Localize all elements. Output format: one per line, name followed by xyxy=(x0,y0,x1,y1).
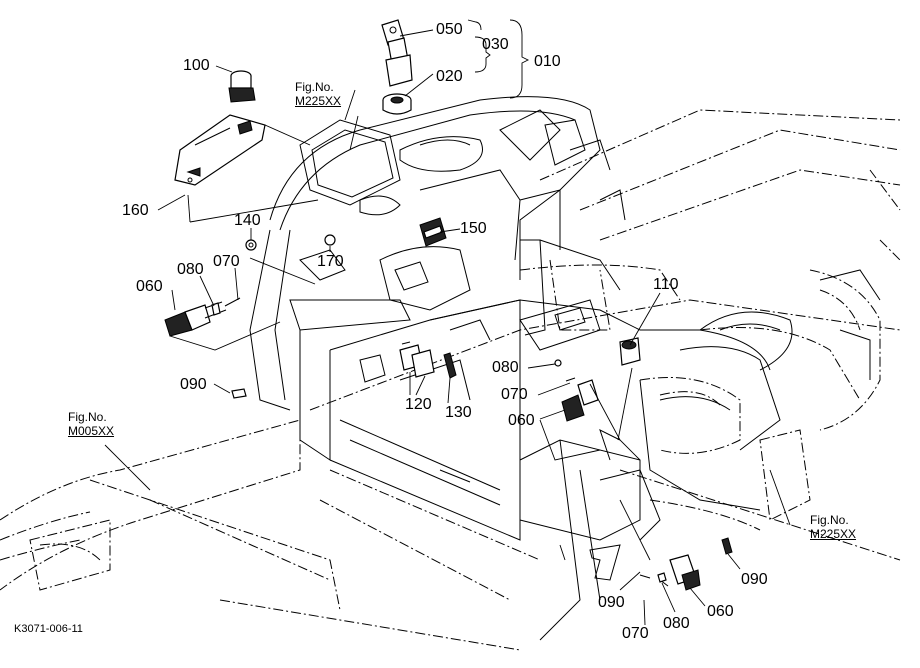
push-button-part xyxy=(228,70,256,103)
label-070-middle: 070 xyxy=(501,386,528,403)
leader-lines xyxy=(104,19,791,626)
fig-ref-right: Fig.No. M225XX xyxy=(810,513,856,541)
label-090-right: 090 xyxy=(741,571,768,588)
label-140: 140 xyxy=(234,212,261,229)
clip-part xyxy=(231,388,247,399)
label-080-middle: 080 xyxy=(492,359,519,376)
grommet-part xyxy=(324,234,336,246)
label-020: 020 xyxy=(436,68,463,85)
fig-ref-left: Fig.No. M005XX xyxy=(68,410,114,438)
fig-ref-prefix: Fig.No. xyxy=(68,410,107,424)
drawing-code: K3071-006-11 xyxy=(14,623,83,635)
label-080-bottom: 080 xyxy=(663,615,690,632)
switch-110-part xyxy=(619,337,641,366)
label-030: 030 xyxy=(482,36,509,53)
fig-ref-prefix: Fig.No. xyxy=(295,80,334,94)
fig-ref-number: M225XX xyxy=(810,527,857,541)
label-060-middle: 060 xyxy=(508,412,535,429)
relay-part xyxy=(399,341,457,379)
nut-part xyxy=(245,239,257,251)
fig-ref-number: M005XX xyxy=(68,424,115,438)
console-body xyxy=(249,96,881,641)
seat-switch-middle xyxy=(554,359,599,422)
key-switch-part xyxy=(382,93,412,115)
label-100: 100 xyxy=(183,57,210,74)
label-090-bottom: 090 xyxy=(598,594,625,611)
label-090-left: 090 xyxy=(180,376,207,393)
label-170: 170 xyxy=(317,253,344,270)
fig-ref-top: Fig.No. M225XX xyxy=(295,80,341,108)
label-110: 110 xyxy=(653,276,679,293)
seat-switch-left xyxy=(164,297,241,337)
label-130: 130 xyxy=(445,404,472,421)
label-160: 160 xyxy=(122,202,149,219)
panel-part xyxy=(174,114,266,186)
label-060-bottom: 060 xyxy=(707,603,734,620)
label-060-left: 060 xyxy=(136,278,163,295)
frame-outline xyxy=(0,109,901,651)
label-080-left: 080 xyxy=(177,261,204,278)
fig-ref-number: M225XX xyxy=(295,94,342,108)
label-070-left: 070 xyxy=(213,253,240,270)
label-010: 010 xyxy=(534,53,561,70)
seat-switch-lower xyxy=(639,537,733,591)
fig-ref-prefix: Fig.No. xyxy=(810,513,849,527)
label-150: 150 xyxy=(460,220,487,237)
key-part xyxy=(381,19,413,87)
label-070-bottom: 070 xyxy=(622,625,649,642)
rocker-switch-part xyxy=(419,217,447,247)
label-050: 050 xyxy=(436,21,463,38)
label-120: 120 xyxy=(405,396,432,413)
